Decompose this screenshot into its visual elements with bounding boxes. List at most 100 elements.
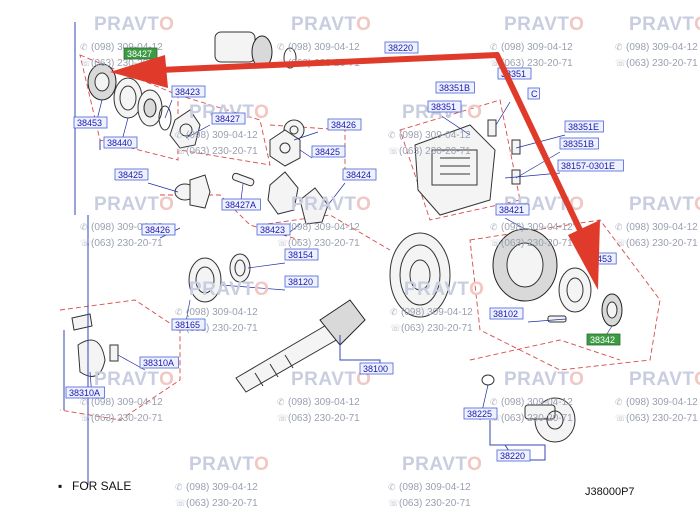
phone-icon: ☏ bbox=[390, 324, 401, 334]
part-label-box bbox=[489, 307, 524, 320]
watermark-phone-1: (098) 309-04-12 bbox=[91, 42, 163, 53]
gear-left-mid bbox=[174, 174, 211, 209]
phone-icon: ☏ bbox=[615, 59, 626, 69]
part-label-38157-0301e[interactable]: 38157-0301E bbox=[557, 159, 624, 172]
watermark-phone-2: (063) 230-20-71 bbox=[91, 58, 163, 69]
part-label-text: 38220 bbox=[388, 43, 413, 53]
group-outline-lower bbox=[469, 339, 621, 361]
ring-gear bbox=[389, 232, 451, 318]
part-label-text: 38342 bbox=[590, 335, 615, 345]
part-label-38165[interactable]: 38165 bbox=[171, 318, 206, 331]
part-label-38342[interactable]: 38342 bbox=[586, 333, 621, 346]
part-label-38421[interactable]: 38421 bbox=[495, 203, 530, 216]
part-label-c[interactable]: C bbox=[527, 87, 540, 100]
part-label-box bbox=[256, 223, 291, 236]
part-label-38351e[interactable]: 38351E bbox=[564, 120, 604, 133]
part-label-text: 38120 bbox=[288, 277, 313, 287]
watermark-brand: PRAVTO bbox=[94, 369, 174, 390]
part-label-text: 38157-0301E bbox=[561, 161, 615, 171]
part-label-38425[interactable]: 38425 bbox=[114, 168, 149, 181]
watermark-brand: PRAVTO bbox=[189, 279, 269, 300]
watermark-phone-1: (098) 309-04-12 bbox=[186, 482, 258, 493]
watermark-block: PRAVTO✆(098) 309-04-12☏(063) 230-20-71 bbox=[615, 194, 700, 249]
part-label-text: 38421 bbox=[499, 205, 524, 215]
part-label-38220[interactable]: 38220 bbox=[384, 41, 419, 54]
part-label-text: 38102 bbox=[493, 309, 518, 319]
watermark-block: PRAVTO✆(098) 309-04-12☏(063) 230-20-71 bbox=[80, 369, 174, 424]
phone-icon: ☏ bbox=[277, 239, 288, 249]
watermark-brand: PRAVTO bbox=[504, 369, 584, 390]
part-label-text: 38220 bbox=[500, 451, 525, 461]
phone-icon: ☏ bbox=[388, 499, 399, 509]
part-label-text: 38427 bbox=[127, 49, 152, 59]
part-label-38424[interactable]: 38424 bbox=[342, 168, 377, 181]
watermark-block: PRAVTO✆(098) 309-04-12☏(063) 230-20-71 bbox=[80, 194, 174, 249]
part-label-38427[interactable]: 38427 bbox=[211, 112, 246, 125]
part-label-38426[interactable]: 38426 bbox=[141, 223, 176, 236]
part-label-38427a[interactable]: 38427A bbox=[221, 198, 261, 211]
part-label-38440[interactable]: 38440 bbox=[103, 136, 138, 149]
part-label-38351[interactable]: 38351 bbox=[497, 67, 532, 80]
part-label-text: 38165 bbox=[175, 320, 200, 330]
part-label-38426[interactable]: 38426 bbox=[327, 118, 362, 131]
watermark-phone-2: (063) 230-20-71 bbox=[399, 146, 471, 157]
part-label-text: 38310A bbox=[69, 388, 100, 398]
whatsapp-icon: ✆ bbox=[490, 398, 498, 408]
part-label-38427[interactable]: 38427 bbox=[123, 47, 158, 60]
watermark-block: PRAVTO✆(098) 309-04-12☏(063) 230-20-71 bbox=[277, 369, 371, 424]
part-label-38310a[interactable]: 38310A bbox=[65, 386, 105, 399]
arrow-head-left bbox=[110, 55, 168, 88]
part-label-text: 38351 bbox=[501, 69, 526, 79]
part-label-38423[interactable]: 38423 bbox=[171, 85, 206, 98]
part-label-text: 38225 bbox=[467, 409, 492, 419]
watermark-phone-1: (098) 309-04-12 bbox=[501, 42, 573, 53]
phone-icon: ☏ bbox=[615, 414, 626, 424]
watermark-block: PRAVTO✆(098) 309-04-12☏(063) 230-20-71 bbox=[80, 14, 174, 69]
watermarks: PRAVTO✆(098) 309-04-12☏(063) 230-20-71PR… bbox=[80, 14, 700, 509]
whatsapp-icon: ✆ bbox=[175, 131, 183, 141]
part-label-38351[interactable]: 38351 bbox=[427, 100, 462, 113]
part-label-38453[interactable]: 38453 bbox=[73, 116, 108, 129]
whatsapp-icon: ✆ bbox=[175, 483, 183, 493]
svg-text:▪: ▪ bbox=[58, 479, 62, 493]
part-label-box bbox=[311, 145, 346, 158]
part-label-box bbox=[284, 275, 319, 288]
watermark-phone-2: (063) 230-20-71 bbox=[186, 146, 258, 157]
part-label-38102[interactable]: 38102 bbox=[489, 307, 524, 320]
phone-icon: ☏ bbox=[277, 414, 288, 424]
part-label-38423[interactable]: 38423 bbox=[256, 223, 291, 236]
part-label-38220[interactable]: 38220 bbox=[496, 449, 531, 462]
part-label-38351b[interactable]: 38351B bbox=[435, 81, 475, 94]
part-label-box bbox=[463, 407, 498, 420]
seal-bracket-left bbox=[71, 313, 119, 377]
part-label-box bbox=[103, 136, 138, 149]
part-label-box bbox=[497, 67, 532, 80]
part-label-text: 38351E bbox=[568, 122, 599, 132]
watermark-block: PRAVTO✆(098) 309-04-12☏(063) 230-20-71 bbox=[615, 14, 700, 69]
part-label-box bbox=[559, 137, 599, 150]
part-label-box bbox=[384, 41, 419, 54]
part-label-text: 453 bbox=[597, 254, 612, 264]
bearing-race-mid bbox=[188, 253, 251, 303]
part-label-38310a[interactable]: 38310A bbox=[139, 356, 179, 369]
rear-cover bbox=[414, 124, 496, 216]
part-label-text: 38310A bbox=[143, 358, 174, 368]
part-label-38100[interactable]: 38100 bbox=[359, 362, 394, 375]
whatsapp-icon: ✆ bbox=[390, 308, 398, 318]
part-label-box bbox=[141, 223, 176, 236]
watermark-phone-2: (063) 230-20-71 bbox=[91, 413, 163, 424]
companion-flange bbox=[524, 397, 576, 443]
part-label-box bbox=[65, 386, 105, 399]
whatsapp-icon: ✆ bbox=[80, 43, 88, 53]
whatsapp-icon: ✆ bbox=[277, 398, 285, 408]
part-label-38120[interactable]: 38120 bbox=[284, 275, 319, 288]
part-label-38425[interactable]: 38425 bbox=[311, 145, 346, 158]
arrow-head-right bbox=[568, 220, 600, 290]
part-label-text: 38453 bbox=[77, 118, 102, 128]
part-label-38154[interactable]: 38154 bbox=[284, 248, 319, 261]
part-label-box bbox=[171, 318, 206, 331]
part-label-38225[interactable]: 38225 bbox=[463, 407, 498, 420]
whatsapp-icon: ✆ bbox=[615, 398, 623, 408]
part-label-38351b[interactable]: 38351B bbox=[559, 137, 599, 150]
watermark-phone-2: (063) 230-20-71 bbox=[626, 238, 698, 249]
